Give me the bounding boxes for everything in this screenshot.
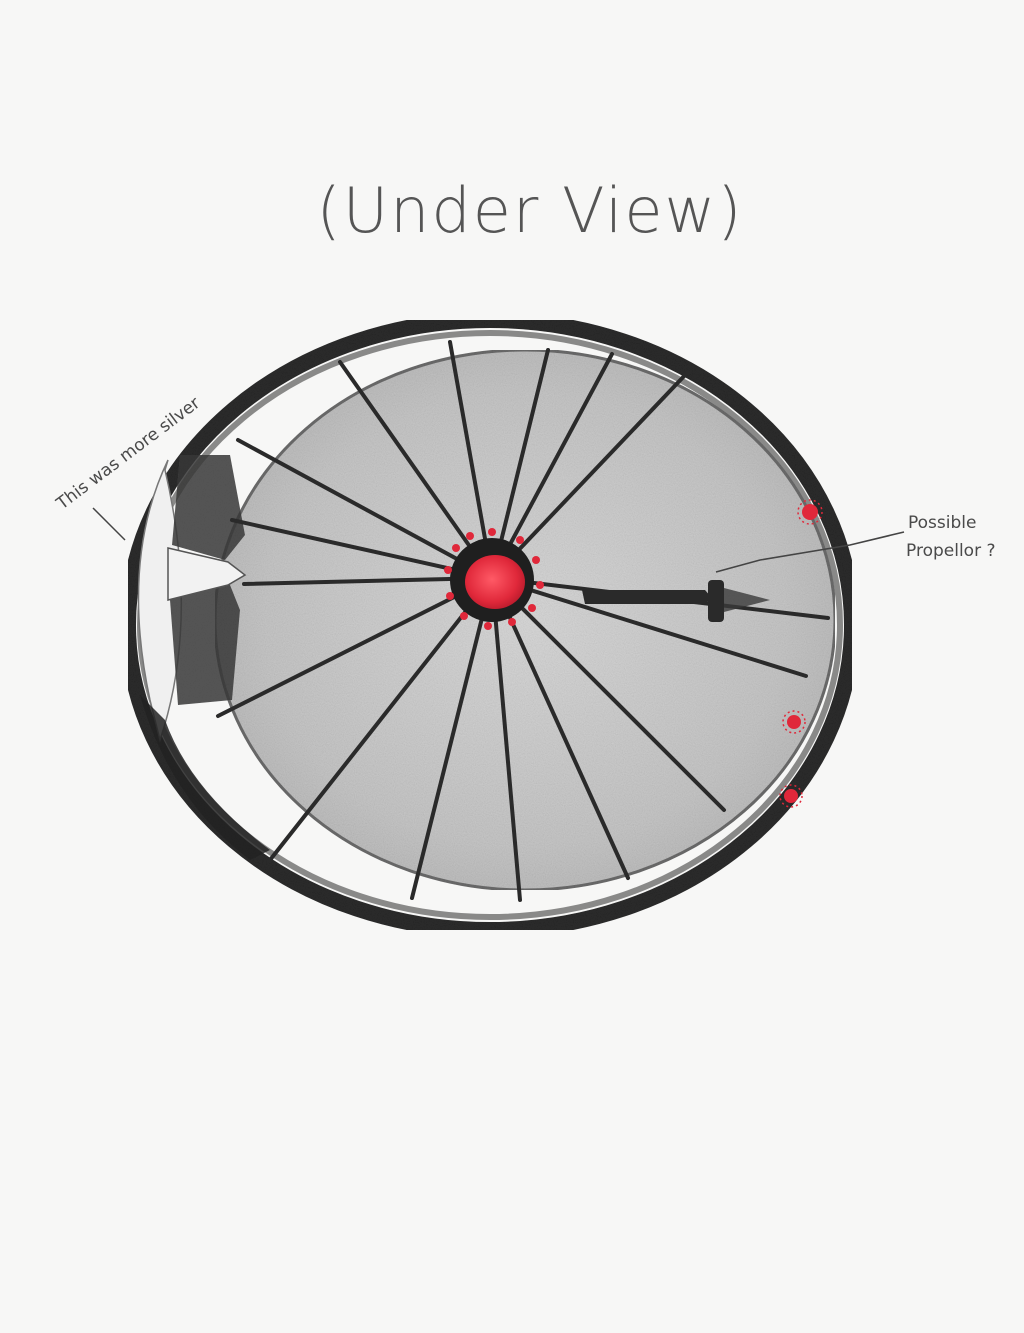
annotation-right-leader (715, 531, 905, 573)
hub-dot (444, 566, 452, 574)
propeller-shaft (582, 590, 712, 604)
page-title: (Under View) (317, 174, 744, 247)
spoke (490, 352, 614, 580)
hub-dot (466, 532, 474, 540)
spoke (236, 438, 494, 580)
spoke (490, 370, 690, 580)
hub-center (465, 555, 525, 609)
spoke (268, 576, 494, 862)
red-light (779, 784, 803, 808)
spokes (216, 340, 830, 902)
annotation-right-note-line1: Possible (908, 513, 976, 533)
hub-dot (484, 622, 492, 630)
hub-dot (516, 536, 524, 544)
notch-cut (167, 547, 247, 601)
hub-dot (508, 618, 516, 626)
spoke (338, 360, 494, 580)
outer-rim (120, 312, 860, 938)
spoke (410, 576, 494, 900)
hub-dot (488, 528, 496, 536)
red-light (797, 499, 823, 525)
hub-dot (446, 592, 454, 600)
lower-left-rim-shadow (140, 695, 270, 860)
annotation-right-note-line2: Propellor ? (906, 541, 995, 561)
hub-red-dots (444, 528, 544, 630)
propeller-shaft-shadow (724, 588, 770, 612)
propeller-blade (708, 580, 724, 622)
notch-lower-block (170, 580, 240, 705)
spoke (490, 576, 630, 880)
hub-dot (528, 604, 536, 612)
notch-upper-block (172, 455, 245, 560)
hub-dot (460, 612, 468, 620)
hub-dot (536, 581, 544, 589)
annotation-left-leader (92, 507, 126, 541)
red-light (782, 710, 806, 734)
spoke (490, 576, 808, 678)
spoke (216, 576, 494, 718)
rim-red-lights (779, 499, 823, 808)
hub-dot (532, 556, 540, 564)
spoke (490, 576, 726, 812)
hub-dot (452, 544, 460, 552)
spoke (490, 576, 522, 902)
